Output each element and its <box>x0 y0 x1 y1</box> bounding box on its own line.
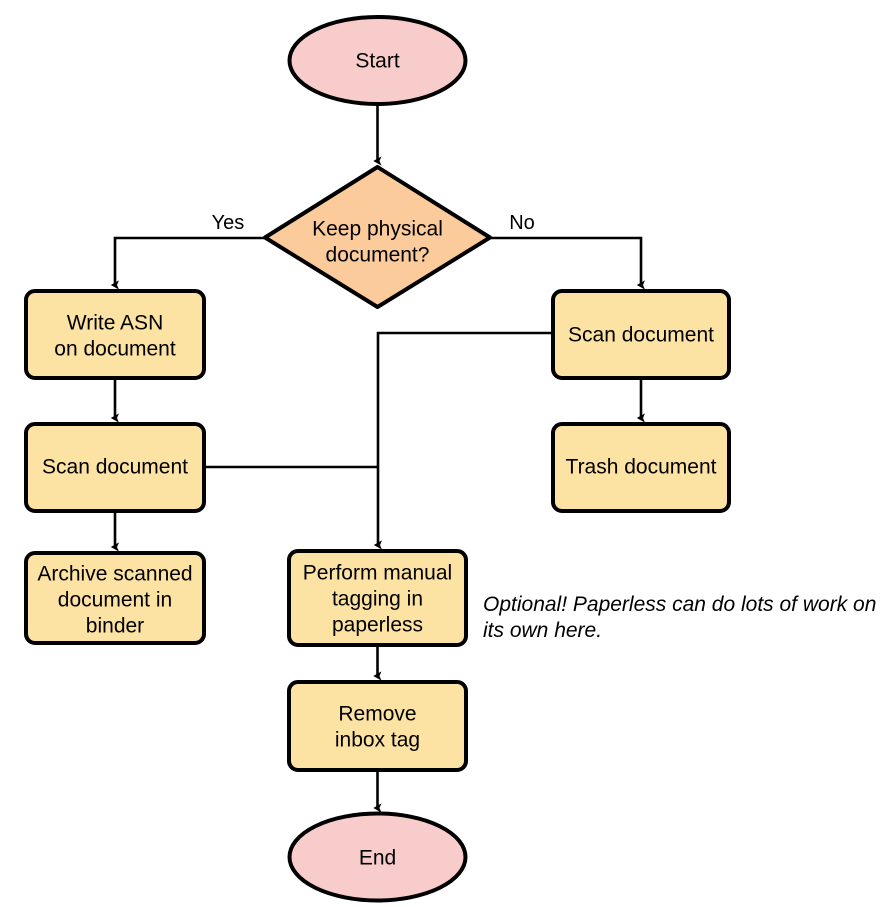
note-line2: its own here. <box>483 619 602 642</box>
node-scan-document-left[interactable]: Scan document <box>24 422 206 513</box>
scan-left-label: Scan document <box>42 456 188 479</box>
edge-decision-no-to-scan-right <box>490 236 645 290</box>
node-start[interactable]: Start <box>287 15 468 106</box>
manual-tagging-label-line3: paperless <box>332 614 423 637</box>
node-write-asn-on-document[interactable]: Write ASN on document <box>24 289 206 380</box>
node-perform-manual-tagging[interactable]: Perform manual tagging in paperless <box>287 549 468 647</box>
edge-scan-right-to-manual-tagging <box>373 331 553 550</box>
write-asn-box <box>24 289 206 380</box>
annotation-note: Optional! Paperless can do lots of work … <box>483 593 876 642</box>
node-trash-document[interactable]: Trash document <box>551 422 731 513</box>
decision-label-line1: Keep physical <box>312 218 443 241</box>
manual-tagging-box <box>287 549 468 647</box>
node-decision-keep-physical-document[interactable]: Keep physical document? <box>263 165 492 309</box>
decision-diamond <box>263 165 492 309</box>
node-archive-scanned-document[interactable]: Archive scanned document in binder <box>24 551 206 645</box>
edge-decision-yes-to-write-asn <box>110 236 265 290</box>
remove-inbox-label-line2: inbox tag <box>335 729 420 752</box>
edge-label-no: No <box>509 212 535 234</box>
remove-inbox-label-line1: Remove <box>338 703 416 726</box>
end-label: End <box>359 847 396 870</box>
write-asn-label-line2: on document <box>54 338 176 361</box>
node-end[interactable]: End <box>287 811 468 903</box>
note-line1: Optional! Paperless can do lots of work … <box>483 593 876 616</box>
scan-left-box <box>24 422 206 513</box>
trash-label: Trash document <box>566 456 717 479</box>
start-ellipse <box>287 15 468 106</box>
node-scan-document-right[interactable]: Scan document <box>551 289 731 380</box>
remove-inbox-box <box>287 680 468 772</box>
trash-box <box>551 422 731 513</box>
manual-tagging-label-line2: tagging in <box>332 588 423 611</box>
archive-box <box>24 551 206 645</box>
start-label: Start <box>355 50 400 73</box>
manual-tagging-label-line1: Perform manual <box>303 562 452 585</box>
end-ellipse <box>287 811 468 903</box>
edge-label-yes: Yes <box>212 212 245 234</box>
write-asn-label-line1: Write ASN <box>67 312 163 335</box>
archive-label-line3: binder <box>86 615 144 638</box>
scan-right-box <box>551 289 731 380</box>
node-remove-inbox-tag[interactable]: Remove inbox tag <box>287 680 468 772</box>
connector-layer <box>110 104 645 813</box>
archive-label-line1: Archive scanned <box>37 563 192 586</box>
scan-right-label: Scan document <box>568 324 714 347</box>
archive-label-line2: document in <box>58 589 172 612</box>
decision-label-line2: document? <box>326 244 430 267</box>
